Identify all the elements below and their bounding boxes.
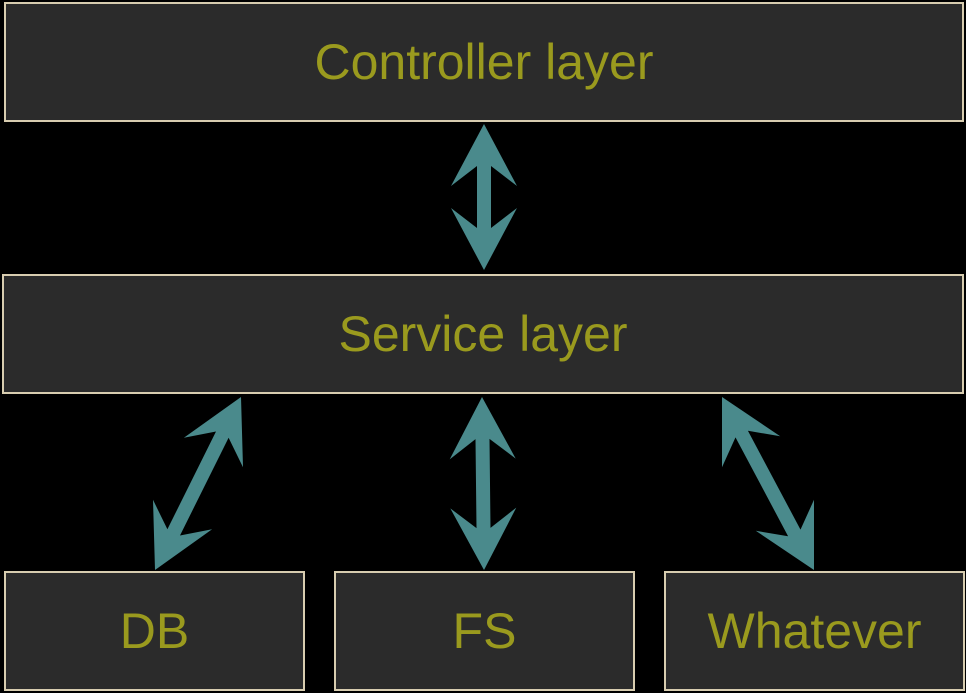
db-box: DB: [4, 571, 305, 691]
controller-layer-label: Controller layer: [314, 34, 654, 90]
fs-box: FS: [334, 571, 635, 691]
whatever-label: Whatever: [707, 603, 922, 659]
arrow-controller-service: [451, 124, 517, 270]
service-layer-box: Service layer: [2, 274, 964, 394]
arrow-service-fs: [449, 397, 517, 570]
service-layer-label: Service layer: [338, 306, 628, 362]
db-label: DB: [119, 603, 190, 659]
fs-label: FS: [452, 603, 517, 659]
controller-layer-box: Controller layer: [4, 2, 964, 122]
arrow-service-whatever: [722, 397, 814, 570]
whatever-box: Whatever: [664, 571, 965, 691]
arrow-service-db: [153, 397, 243, 570]
